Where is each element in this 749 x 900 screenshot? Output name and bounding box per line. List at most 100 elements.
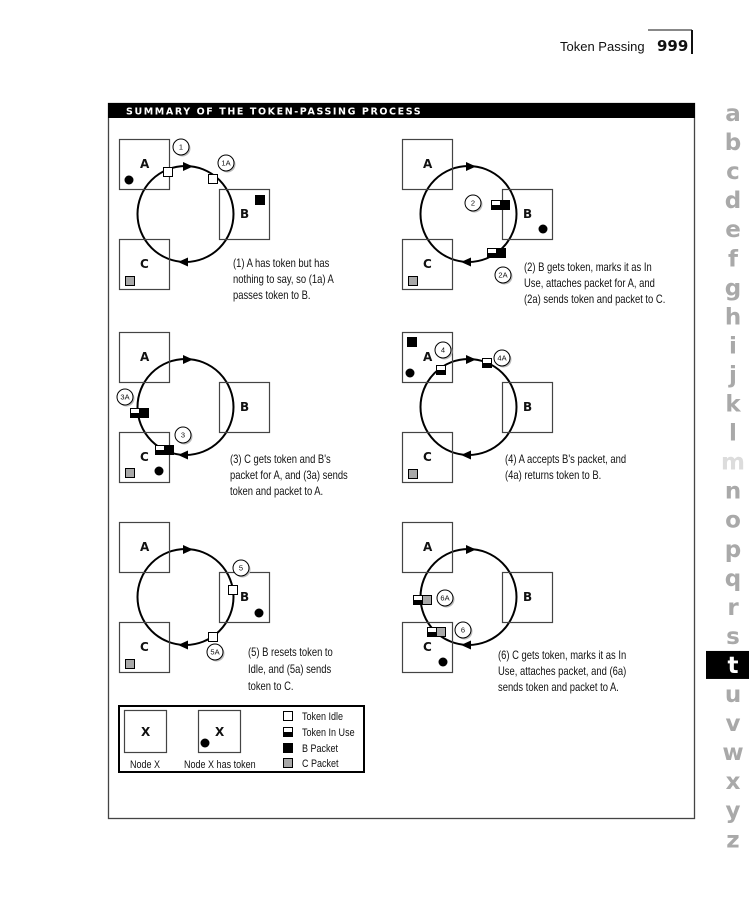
step-callout-label: 5	[239, 564, 243, 573]
thumb-tab-letter: d	[725, 188, 741, 214]
thumb-tab-n[interactable]: n	[725, 479, 741, 505]
thumb-tab-letter: z	[726, 827, 739, 853]
node-label: C	[423, 450, 432, 464]
node-c: C	[118, 238, 171, 291]
thumb-tab-letter: k	[725, 392, 741, 418]
thumb-tab-s[interactable]: s	[726, 624, 740, 650]
thumb-tab-d[interactable]: d	[725, 188, 741, 214]
node-box	[401, 331, 454, 384]
thumb-tab-w[interactable]: w	[722, 740, 743, 766]
token-in-use-icon	[155, 445, 165, 455]
node-a: A	[401, 521, 454, 574]
thumb-tab-v[interactable]: v	[726, 711, 741, 737]
thumb-tab-r[interactable]: r	[727, 595, 739, 621]
thumb-tab-q[interactable]: q	[725, 566, 741, 592]
thumb-tab-g[interactable]: g	[725, 275, 741, 301]
legend-item-label: Token Idle	[302, 711, 343, 723]
node-label: C	[140, 257, 149, 271]
packet-icon	[436, 627, 446, 637]
node-label: A	[423, 350, 433, 364]
panel-caption: (4) A accepts B's packet, and(4a) return…	[505, 453, 626, 482]
step-callout: 4A	[493, 349, 512, 368]
caption-line: (2a) sends token and packet to C.	[524, 293, 665, 306]
thumb-tab-letter: n	[725, 479, 741, 505]
node-box	[218, 188, 271, 241]
caption-line: passes token to B.	[233, 289, 310, 302]
thumb-tab-letter: c	[726, 159, 740, 185]
c-packet-icon	[408, 469, 418, 479]
node-label: B	[240, 400, 249, 414]
thumb-tab-letter: v	[726, 711, 741, 737]
figure-frame	[107, 102, 696, 820]
node-box	[401, 431, 454, 484]
token-in-use-icon	[283, 727, 293, 737]
thumb-tab-z[interactable]: z	[726, 827, 739, 853]
node-c: C	[401, 431, 454, 484]
node-box	[401, 521, 454, 574]
thumb-tab-l[interactable]: l	[729, 421, 737, 447]
thumb-tab-b[interactable]: b	[725, 130, 741, 156]
step-callout: 2A	[494, 266, 513, 285]
node-label: C	[140, 640, 149, 654]
thumb-tab-x[interactable]: x	[726, 769, 741, 795]
running-header: Token Passing 999	[560, 29, 693, 55]
node-label: B	[240, 207, 249, 221]
thumb-tab-h[interactable]: h	[725, 304, 741, 330]
thumb-tab-letter: m	[721, 450, 745, 476]
node-box	[401, 138, 454, 191]
node-label: A	[423, 157, 433, 171]
has-token-dot-icon	[200, 738, 210, 748]
page-number: 999	[657, 37, 688, 55]
step-callout: 5A	[206, 643, 225, 662]
caption-line: (6) C gets token, marks it as In	[498, 649, 626, 662]
thumb-tab-t[interactable]: t	[706, 650, 749, 679]
thumb-tab-p[interactable]: p	[725, 537, 741, 563]
step-callout-label: 1A	[221, 159, 230, 168]
token-idle-icon	[208, 174, 218, 184]
thumb-tab-e[interactable]: e	[725, 217, 741, 243]
step-callout: 3A	[116, 388, 135, 407]
packet-icon	[422, 595, 432, 605]
thumb-tab-u[interactable]: u	[725, 682, 741, 708]
thumb-tab-j[interactable]: j	[728, 362, 737, 388]
c-packet-icon	[125, 468, 135, 478]
node-b: B	[501, 381, 554, 434]
thumb-tab-letter: l	[729, 421, 737, 447]
step-callout-label: 6	[461, 626, 465, 635]
thumb-tab-c[interactable]: c	[726, 159, 740, 185]
node-label: A	[140, 540, 150, 554]
thumb-tab-i[interactable]: i	[729, 333, 737, 359]
thumb-tab-o[interactable]: o	[725, 508, 741, 534]
node-b: B	[218, 188, 271, 241]
caption-line: Idle, and (5a) sends	[248, 663, 331, 676]
thumb-tab-letter: r	[727, 595, 739, 621]
legend-node-letter: X	[215, 725, 225, 739]
thumb-tab-k[interactable]: k	[725, 392, 741, 418]
node-label: C	[423, 257, 432, 271]
thumb-tab-f[interactable]: f	[728, 246, 739, 272]
node-c: C	[401, 238, 454, 291]
c-packet-icon	[283, 758, 293, 768]
thumb-tab-a[interactable]: a	[725, 101, 741, 127]
thumb-tab-m[interactable]: m	[721, 450, 745, 476]
packet-icon	[164, 445, 174, 455]
arrow-right-icon	[466, 162, 476, 171]
arrow-right-icon	[183, 545, 193, 554]
thumb-tab-letter: p	[725, 537, 741, 563]
thumb-tab-letter: g	[725, 275, 741, 301]
thumb-tab-y[interactable]: y	[726, 798, 741, 824]
thumb-tab-letter: y	[726, 798, 741, 824]
caption-line: (1) A has token but has	[233, 257, 329, 270]
node-c: C	[118, 621, 171, 674]
packet-icon	[139, 408, 149, 418]
token-idle-icon	[163, 167, 173, 177]
arrow-right-icon	[183, 355, 193, 364]
thumb-tab-letter: h	[725, 304, 741, 330]
